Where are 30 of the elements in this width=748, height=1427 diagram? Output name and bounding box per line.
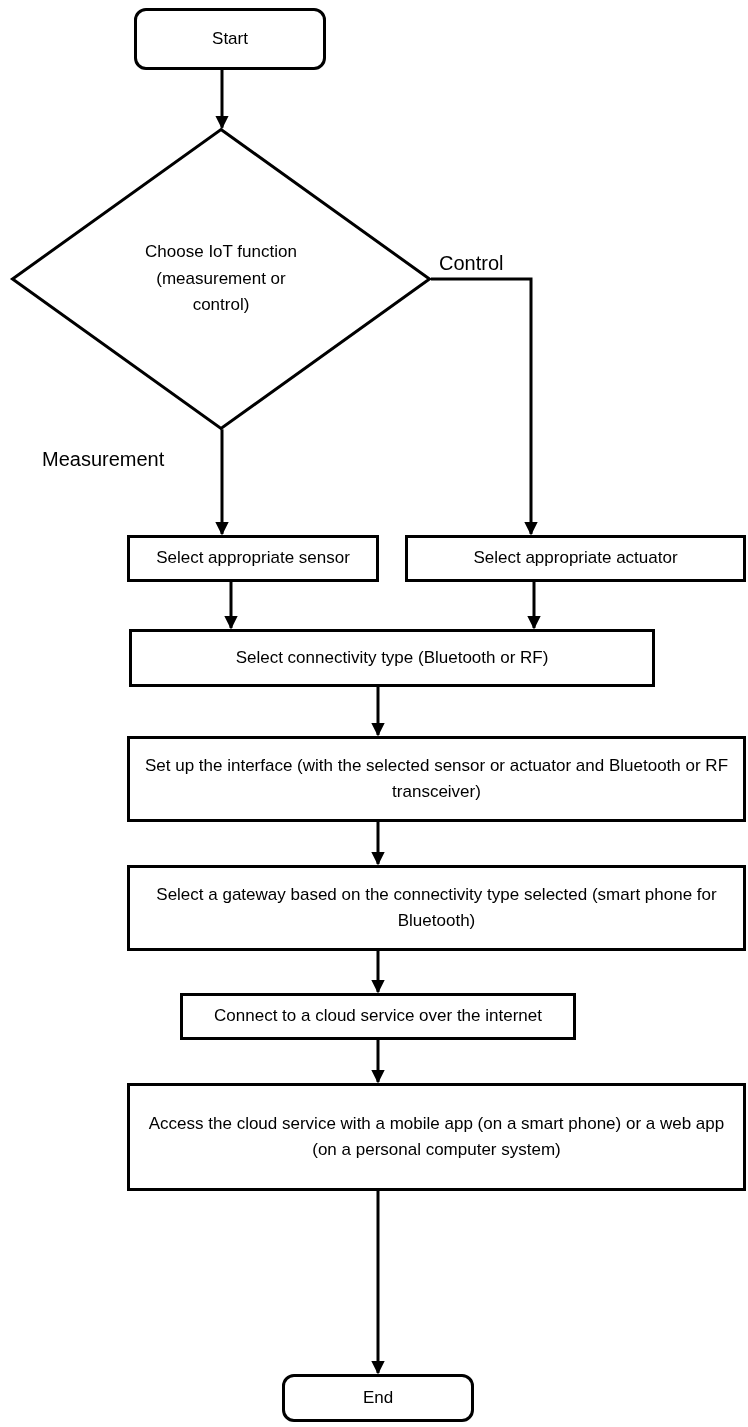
process-box xyxy=(129,629,655,687)
node-text: Select appropriate sensor xyxy=(156,547,350,570)
node-text: Access the cloud service with a mobile app (on a smart phone) or a web app (on a personal computer system) xyxy=(147,1112,726,1161)
process-box xyxy=(127,535,379,582)
process-box xyxy=(127,865,746,951)
node-text: Select a gateway based on the connectivity type selected (smart phone for Bluetooth) xyxy=(155,883,718,932)
node-text: Start xyxy=(212,27,248,50)
arrow xyxy=(371,951,385,994)
node-text: Set up the interface (with the selected sensor or actuator and Bluetooth or RF transceiver) xyxy=(143,754,729,803)
process-box xyxy=(127,736,746,822)
node-text: Select connectivity type (Bluetooth or RF) xyxy=(235,646,549,669)
arrow xyxy=(224,582,238,630)
process-box xyxy=(405,535,746,582)
node-text: Connect to a cloud service over the internet xyxy=(214,1005,542,1028)
node-text: End xyxy=(362,1386,394,1409)
arrow xyxy=(431,277,538,536)
terminal-box xyxy=(282,1374,474,1422)
arrow xyxy=(215,429,229,536)
node-text: Choose IoT function (measurement or control) xyxy=(144,241,298,317)
process-box xyxy=(180,993,576,1040)
decision-diamond xyxy=(11,128,431,430)
arrow xyxy=(371,1191,385,1375)
arrow xyxy=(371,822,385,866)
arrow xyxy=(371,1040,385,1084)
arrow xyxy=(215,70,229,130)
process-box xyxy=(127,1083,746,1191)
terminal-box xyxy=(134,8,326,70)
arrow xyxy=(527,582,541,630)
node-text: Select appropriate actuator xyxy=(473,547,678,570)
arrow xyxy=(371,687,385,737)
